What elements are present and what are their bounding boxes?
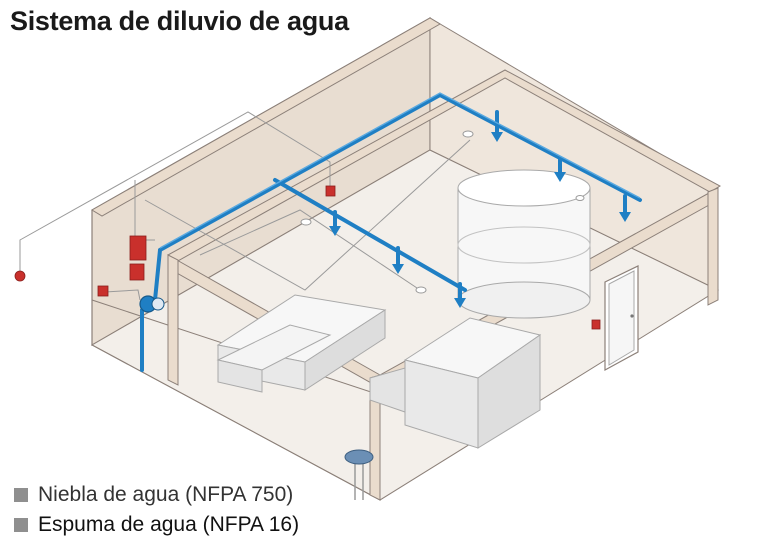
equipment [216,294,542,449]
legend-item-water-mist: Niebla de agua (NFPA 750) [14,482,299,508]
control-panel-2 [129,263,145,281]
smoke-detectors [300,130,585,294]
alarm-bell [14,270,26,282]
nozzle-1 [491,132,503,142]
cabinet-side [477,334,541,449]
deluge-valve [139,295,165,313]
floor-drain [344,449,374,500]
room-shell [90,16,720,501]
nozzles [329,132,631,308]
storage-tank [457,169,591,319]
branch-pipe [273,178,467,292]
nozzle-3 [619,212,631,222]
tank-ring [457,226,591,264]
deluge-piping-highlight [159,92,641,249]
nozzle-5 [392,264,404,274]
legend-item-water-foam: Espuma de agua (NFPA 16) [14,512,299,538]
detectors [14,185,601,330]
wire-5 [104,289,141,301]
nozzle-2 [554,172,566,182]
pillar-right [707,187,719,306]
legend-label: Niebla de agua (NFPA 750) [38,483,294,506]
long-box-side [304,309,386,391]
detector-ceiling [325,185,336,197]
door-panel [608,270,635,366]
pillar-left [167,254,179,386]
nozzle-4 [329,226,341,236]
wire-4 [199,209,421,291]
page-title: Sistema de diluvio de agua [10,6,349,36]
tank-top [457,169,591,207]
detection-wiring [19,111,471,301]
legend: Niebla de agua (NFPA 750) Espuma de agua… [14,482,299,542]
detector-right-wall [591,319,601,330]
tank-bottom [457,281,591,319]
wire-1 [19,111,331,272]
door [604,265,639,372]
nozzle-6 [454,298,466,308]
small-box [369,367,406,413]
valve-gauge [151,297,165,311]
detector-left [97,285,109,297]
main-pipe [153,92,642,302]
legend-swatch-icon [14,518,28,532]
control-panel-1 [129,235,147,261]
legend-swatch-icon [14,488,28,502]
base-box-front [217,359,263,393]
beam-back [91,17,441,217]
legend-label: Espuma de agua (NFPA 16) [38,513,300,536]
door-knob [630,314,634,318]
